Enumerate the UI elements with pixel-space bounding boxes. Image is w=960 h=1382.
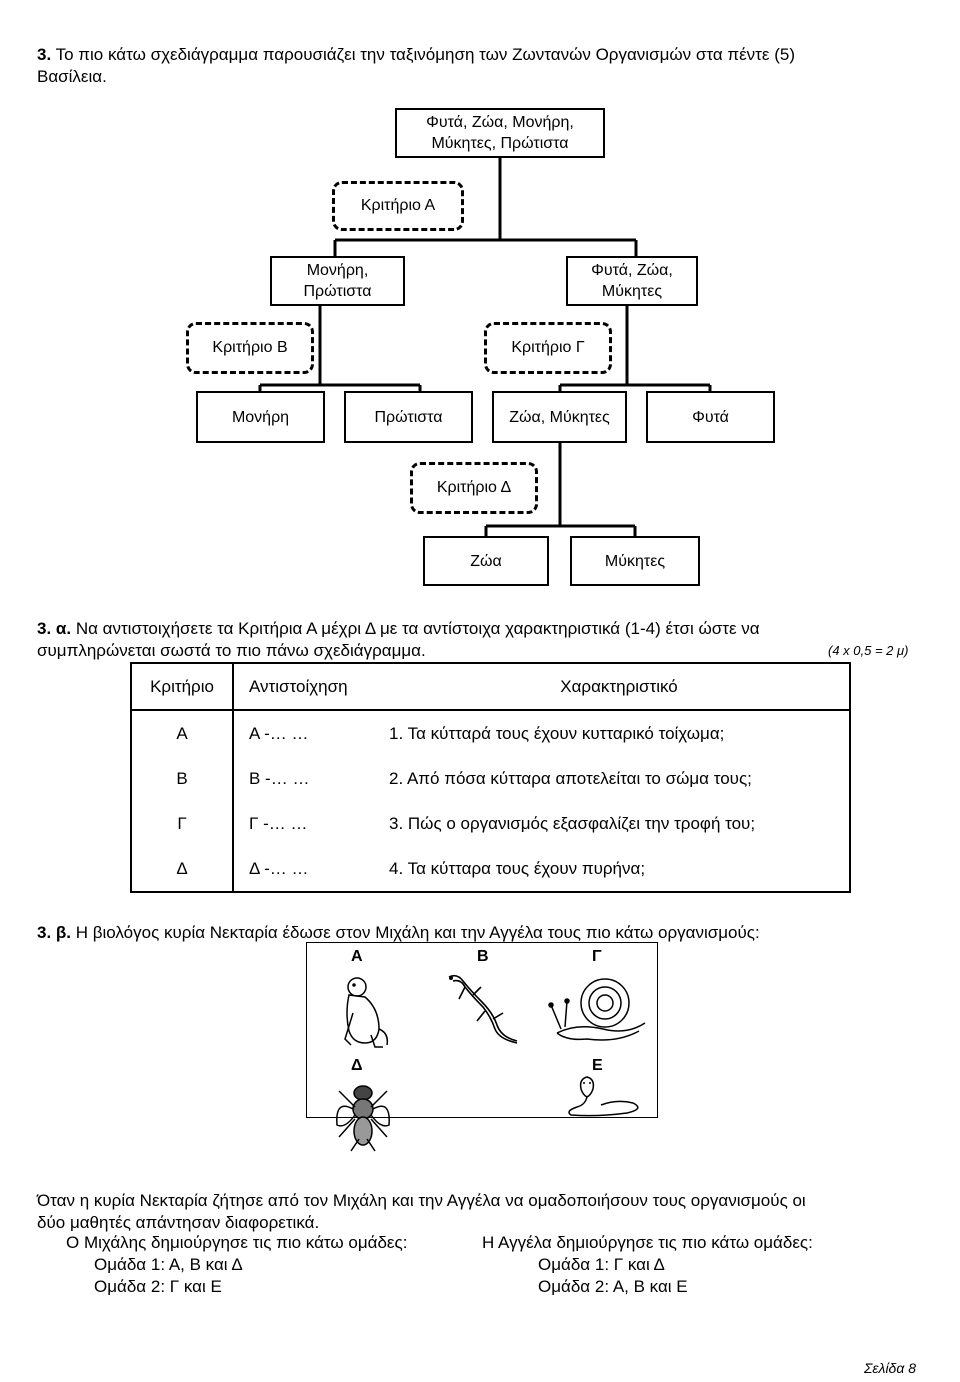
zoa-box: Ζώα <box>423 536 549 586</box>
root-label-2: Μύκητες, Πρώτιστα <box>431 135 569 152</box>
zoa-label: Ζώα <box>470 552 502 570</box>
michalis-group-2: Ομάδα 2: Γ και Ε <box>94 1277 222 1296</box>
left-label-1: Μονήρη, <box>306 262 369 279</box>
michalis-group-1: Ομάδα 1: Α, Β και Δ <box>94 1255 243 1274</box>
part-a-label: 3. α. <box>37 619 72 638</box>
org-a-label: Α <box>351 948 363 965</box>
root-label-1: Φυτά, Ζώα, Μονήρη, <box>426 114 574 131</box>
angela-group-1: Ομάδα 1: Γ και Δ <box>538 1255 665 1274</box>
feature-3-cell: 3. Πώς ο οργανισμός εξασφαλίζει την τροφ… <box>389 801 851 846</box>
groups-paragraph: Όταν η κυρία Νεκταρία ζήτησε από τον Μιχ… <box>37 1190 927 1234</box>
match-a-cell[interactable]: Α -… … <box>249 723 309 743</box>
michalis-groups: Ο Μιχάλης δημιούργησε τις πιο κάτω ομάδε… <box>66 1232 407 1298</box>
feature-1-cell: 1. Τα κύτταρά τους έχουν κυτταρικό τοίχω… <box>389 710 851 756</box>
snail-icon <box>548 978 646 1041</box>
para-line-2: δύο μαθητές απάντησαν διαφορετικά. <box>37 1213 320 1232</box>
cobra-icon <box>568 1076 639 1117</box>
mykites-label: Μύκητες <box>604 552 666 570</box>
criterion-b-box: Κριτήριο Β <box>186 322 314 374</box>
monkey-icon <box>344 977 389 1048</box>
header-feature: Χαρακτηριστικό <box>389 662 851 711</box>
match-b-cell[interactable]: Β -… … <box>249 768 310 788</box>
organisms-panel: Α Β Γ Δ Ε <box>306 942 658 1152</box>
part-b-label: 3. β. <box>37 923 71 942</box>
criterion-d-label: Κριτήριο Δ <box>436 479 512 496</box>
header-criterion: Κριτήριο <box>130 662 234 711</box>
michalis-heading: Ο Μιχάλης δημιούργησε τις πιο κάτω ομάδε… <box>66 1233 408 1252</box>
question-line-2: Βασίλεια. <box>37 67 107 86</box>
match-d-cell[interactable]: Δ -… … <box>233 846 389 893</box>
angela-group-2: Ομάδα 2: Α, Β και Ε <box>538 1277 688 1296</box>
fyta-box: Φυτά <box>646 391 775 443</box>
feature-4-cell: 4. Τα κύτταρα τους έχουν πυρήνα; <box>389 846 851 893</box>
angela-groups: Η Αγγέλα δημιούργησε τις πιο κάτω ομάδες… <box>482 1232 813 1298</box>
question-number: 3. <box>37 45 52 64</box>
marks-note: (4 x 0,5 = 2 μ) <box>828 643 909 658</box>
right-label-2: Μύκητες <box>601 283 663 300</box>
lizard-icon <box>448 974 518 1044</box>
fyta-label: Φυτά <box>692 408 729 426</box>
criterion-d-box: Κριτήριο Δ <box>410 462 538 514</box>
criterion-a-label: Κριτήριο Α <box>360 197 436 214</box>
root-box: Φυτά, Ζώα, Μονήρη, Μύκητες, Πρώτιστα <box>395 108 605 158</box>
protista-label: Πρώτιστα <box>374 408 443 426</box>
part-a-line-2: συμπληρώνεται σωστά το πιο πάνω σχεδιάγρ… <box>37 641 426 660</box>
header-match: Αντιστοίχηση <box>233 662 389 711</box>
fly-icon <box>336 1085 390 1152</box>
protista-box: Πρώτιστα <box>344 391 473 443</box>
criteria-table: Κριτήριο Αντιστοίχηση Χαρακτηριστικό Α Α… <box>130 662 851 893</box>
fyta-zoa-mykites-box: Φυτά, Ζώα, Μύκητες <box>566 256 698 306</box>
part-a-line-1: Να αντιστοιχήσετε τα Κριτήρια Α μέχρι Δ … <box>75 619 760 638</box>
criterion-b-cell: Β <box>130 756 234 801</box>
org-d-label: Δ <box>351 1057 363 1074</box>
part-b-line: Η βιολόγος κυρία Νεκταρία έδωσε στον Μιχ… <box>75 923 760 942</box>
left-label-2: Πρώτιστα <box>303 283 372 300</box>
page-number: Σελίδα 8 <box>864 1360 916 1376</box>
right-label-1: Φυτά, Ζώα, <box>591 262 673 279</box>
part-a-line-2-wrap: συμπληρώνεται σωστά το πιο πάνω σχεδιάγρ… <box>37 640 426 662</box>
zoa-mykites-box: Ζώα, Μύκητες <box>492 391 627 443</box>
org-g-label: Γ <box>592 948 602 965</box>
monira-label: Μονήρη <box>231 408 290 426</box>
criterion-d-cell: Δ <box>130 846 234 893</box>
match-g-cell[interactable]: Γ -… … <box>249 813 308 833</box>
feature-2-cell: 2. Από πόσα κύτταρα αποτελείται το σώμα … <box>389 756 851 801</box>
org-e-label: Ε <box>592 1057 603 1074</box>
question-text: 3. Το πιο κάτω σχεδιάγραμμα παρουσιάζει … <box>37 44 937 88</box>
criterion-g-label: Κριτήριο Γ <box>511 339 585 356</box>
criterion-b-label: Κριτήριο Β <box>212 339 288 356</box>
angela-heading: Η Αγγέλα δημιούργησε τις πιο κάτω ομάδες… <box>482 1233 813 1252</box>
part-b-text: 3. β. Η βιολόγος κυρία Νεκταρία έδωσε στ… <box>37 922 937 944</box>
org-b-label: Β <box>477 948 489 965</box>
criterion-g-box: Κριτήριο Γ <box>484 322 612 374</box>
criterion-a-box: Κριτήριο Α <box>332 181 464 231</box>
monira-box: Μονήρη <box>196 391 325 443</box>
para-line-1: Όταν η κυρία Νεκταρία ζήτησε από τον Μιχ… <box>37 1191 806 1210</box>
question-line-1: Το πιο κάτω σχεδιάγραμμα παρουσιάζει την… <box>55 45 795 64</box>
part-a-text: 3. α. Να αντιστοιχήσετε τα Κριτήρια Α μέ… <box>37 618 927 640</box>
zoa-mykites-label: Ζώα, Μύκητες <box>509 408 610 426</box>
mykites-box: Μύκητες <box>570 536 700 586</box>
monira-protista-box: Μονήρη, Πρώτιστα <box>270 256 405 306</box>
criterion-g-cell: Γ <box>130 801 234 846</box>
classification-tree-lines <box>258 157 712 538</box>
criterion-a-cell: Α <box>130 710 234 756</box>
